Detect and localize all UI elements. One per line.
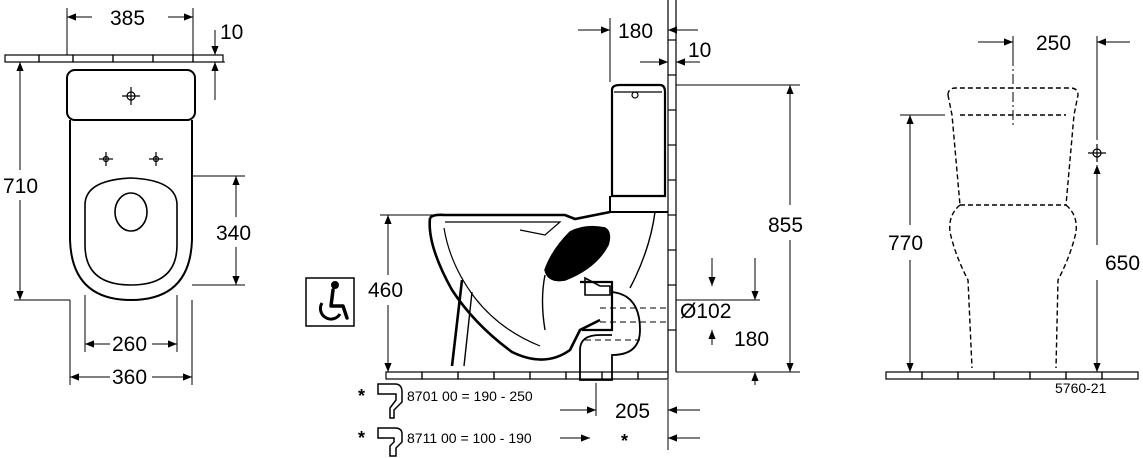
dim-rear-height: 770 <box>888 232 923 255</box>
side-view <box>377 0 800 457</box>
note-bend-2: 8711 00 = 100 - 190 <box>407 430 532 446</box>
cistern-side <box>610 83 667 198</box>
seat-outer <box>84 177 178 286</box>
dim-supply-height: 650 <box>1105 252 1140 275</box>
top-view <box>4 8 245 385</box>
bowl-rim <box>428 210 611 221</box>
dim-base-width: 360 <box>112 366 147 389</box>
dim-overall-height: 855 <box>768 214 803 237</box>
dim-outlet-height: 180 <box>734 328 769 351</box>
seat-opening <box>114 192 148 232</box>
bend-symbols <box>377 383 403 457</box>
supply-mark <box>1088 144 1106 162</box>
fixing-marks <box>99 87 163 166</box>
dimension-lines-rear <box>900 36 1130 372</box>
dimension-lines-top <box>14 8 245 385</box>
wall-tiles-top <box>4 54 224 63</box>
dim-top-width: 385 <box>110 7 145 30</box>
dim-outlet-diameter: Ø102 <box>680 300 731 323</box>
note-marker-3: * <box>621 431 628 451</box>
rear-outline <box>947 87 1079 369</box>
dim-seat-width: 260 <box>112 333 147 356</box>
wall-side <box>667 0 677 372</box>
bowl-body <box>428 217 601 361</box>
bowl-outline-top <box>69 120 193 302</box>
trap <box>544 225 611 282</box>
wheelchair-icon <box>305 277 355 327</box>
note-bend-1: 8701 00 = 190 - 250 <box>407 388 533 404</box>
dim-overall-depth: 710 <box>3 175 38 198</box>
dim-seat-depth: 340 <box>216 222 251 245</box>
dim-outlet-distance: 205 <box>615 400 650 423</box>
dim-wall-gap-left: 10 <box>220 21 243 44</box>
reference-number: 5760-21 <box>1055 380 1107 396</box>
floor-tiles-rear <box>885 371 1139 380</box>
tank-top <box>66 69 196 121</box>
floor-tiles-side <box>385 371 669 380</box>
outlet-pipe <box>584 276 611 296</box>
dim-wall-gap-side: 10 <box>688 39 711 62</box>
note-marker-1: * <box>358 386 365 406</box>
dim-tank-width: 250 <box>1036 32 1071 55</box>
dim-tank-depth: 180 <box>618 20 653 43</box>
rear-view <box>885 36 1139 380</box>
dim-seat-height: 460 <box>368 279 403 302</box>
dimension-lines-side <box>380 18 800 450</box>
note-marker-2: * <box>358 428 365 448</box>
